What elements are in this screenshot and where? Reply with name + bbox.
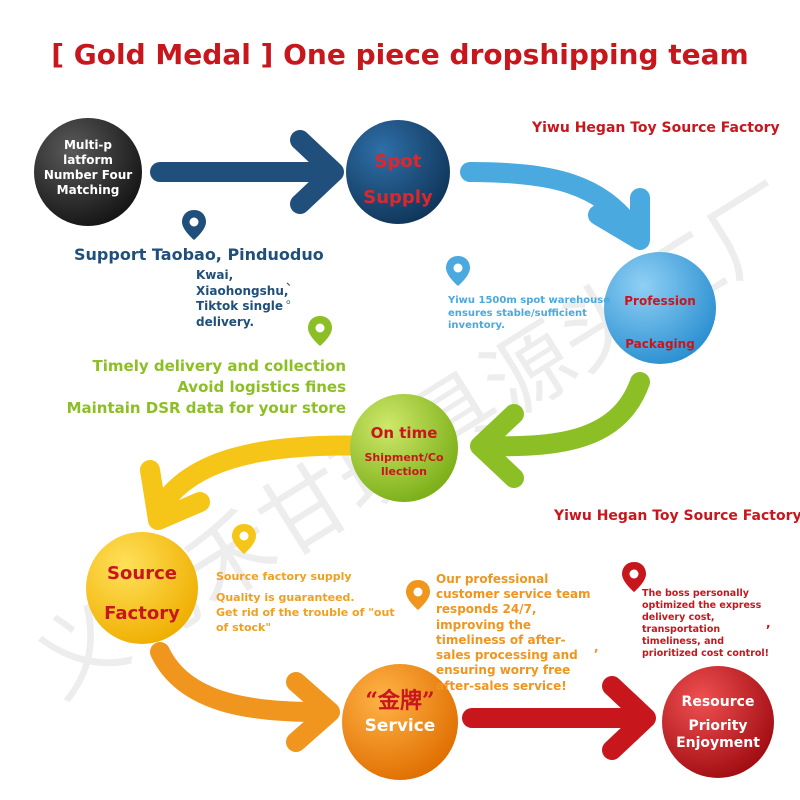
- location-pin-icon: [308, 316, 332, 346]
- arrow-service-to-resource: [462, 676, 656, 760]
- support-mark: 、: [286, 274, 299, 288]
- customer-service-line: after-sales service!: [436, 678, 567, 693]
- customer-service-line: sales processing and: [436, 648, 578, 663]
- location-pin-icon: [622, 562, 646, 592]
- node-label-line: Factory: [104, 602, 180, 624]
- arrow-ontime-to-factory: [140, 435, 382, 530]
- node-profession-packaging: [604, 252, 716, 364]
- customer-service-line: responds 24/7,: [436, 602, 537, 617]
- node-resource-label: Resource Priority Enjoyment: [662, 694, 774, 753]
- customer-service-line: customer service team: [436, 587, 591, 602]
- node-multi-platform: [34, 118, 142, 226]
- node-label-line: Source: [107, 563, 177, 584]
- node-source-factory: [86, 532, 198, 644]
- timely-text: Timely delivery and collection Avoid log…: [60, 356, 346, 419]
- node-label-line: Spot: [374, 151, 422, 172]
- node-label-line: Matching: [56, 183, 120, 197]
- boss-line: optimized the express: [642, 600, 762, 612]
- page-title: [ Gold Medal ] One piece dropshipping te…: [51, 38, 749, 71]
- arrow-multi-to-spot: [150, 130, 344, 214]
- support-line: delivery.: [196, 314, 255, 329]
- node-label-line: Resource: [681, 694, 755, 710]
- node-profession-label: Profession Packaging: [604, 280, 716, 366]
- arrow-factory-to-service: [150, 642, 340, 752]
- customer-service-line: Our professional: [436, 572, 549, 586]
- customer-service-mark: ,: [594, 640, 599, 654]
- factory-supply-text: Source factory supply Quality is guarant…: [216, 570, 395, 635]
- boss-line: transportation: [642, 624, 721, 636]
- support-mark: 。: [286, 292, 299, 306]
- node-spot-supply-label: Spot Supply: [346, 144, 450, 216]
- node-label-line: Service: [364, 715, 436, 736]
- boss-line: prioritized cost control!: [642, 648, 770, 660]
- location-pin-icon: [406, 580, 430, 610]
- support-line: Kwai,: [196, 268, 234, 282]
- node-label-line: “金牌”: [365, 688, 435, 714]
- factory-supply-line: of stock": [216, 620, 272, 634]
- warehouse-text: Yiwu 1500m spot warehouse ensures stable…: [448, 295, 610, 333]
- support-line: Tiktok single: [196, 299, 284, 314]
- factory-supply-line: Get rid of the trouble of "out: [216, 605, 395, 619]
- support-heading: Support Taobao, Pinduoduo: [74, 245, 324, 264]
- factory-label-mid: Yiwu Hegan Toy Source Factory: [554, 508, 800, 524]
- arrow-profession-to-ontime: [470, 372, 650, 488]
- node-service-label: “金牌” Service: [342, 688, 458, 737]
- warehouse-line: inventory.: [448, 320, 505, 331]
- warehouse-line: ensures stable/sufficient: [448, 307, 587, 319]
- location-pin-icon: [182, 210, 206, 240]
- node-label-line: Packaging: [625, 337, 695, 352]
- customer-service-line: timeliness of after-: [436, 632, 566, 647]
- factory-supply-line: Source factory supply: [216, 570, 352, 583]
- arrow-spot-to-profession: [460, 162, 650, 250]
- support-line: Xiaohongshu,: [196, 283, 289, 298]
- node-source-factory-label: Source Factory: [86, 554, 198, 633]
- node-spot-supply: [346, 120, 450, 224]
- node-on-time: [350, 394, 458, 502]
- node-label-line: llection: [381, 464, 427, 478]
- factory-label-top: Yiwu Hegan Toy Source Factory: [532, 120, 780, 136]
- boss-text: The boss personally optimized the expres…: [642, 588, 769, 660]
- node-label-line: Profession: [624, 294, 696, 308]
- support-platform-list: Kwai, Xiaohongshu, Tiktok single deliver…: [196, 268, 288, 330]
- timely-line: Timely delivery and collection: [92, 357, 346, 375]
- node-label-line: Number Four: [43, 168, 133, 182]
- boss-line: The boss personally: [642, 588, 749, 599]
- boss-line: delivery cost,: [642, 612, 715, 624]
- node-service: [342, 664, 458, 780]
- node-label-line: Enjoyment: [676, 735, 760, 751]
- timely-line: Avoid logistics fines: [177, 378, 346, 396]
- node-label-line: Multi-p: [63, 138, 113, 152]
- node-label-line: Priority: [688, 717, 748, 734]
- node-label-line: On time: [370, 424, 438, 442]
- timely-line: Maintain DSR data for your store: [66, 399, 346, 417]
- node-multi-platform-label: Multi-p latform Number Four Matching: [38, 138, 138, 198]
- node-resource: [662, 666, 774, 778]
- node-label-line: Shipment/Co: [364, 450, 444, 464]
- node-label-line: latform: [63, 153, 113, 167]
- factory-supply-line: Quality is guaranteed.: [216, 590, 355, 604]
- location-pin-icon: [232, 524, 256, 554]
- customer-service-line: improving the: [436, 617, 532, 632]
- location-pin-icon: [446, 256, 470, 286]
- node-label-line: Supply: [363, 187, 433, 208]
- node-on-time-label: On time Shipment/Co llection: [350, 424, 458, 478]
- boss-line: timeliness, and: [642, 636, 725, 648]
- customer-service-line: ensuring worry free: [436, 663, 571, 678]
- warehouse-line: Yiwu 1500m spot warehouse: [448, 295, 611, 306]
- boss-mark: ,: [766, 616, 771, 630]
- customer-service-text: Our professional customer service team r…: [436, 572, 591, 694]
